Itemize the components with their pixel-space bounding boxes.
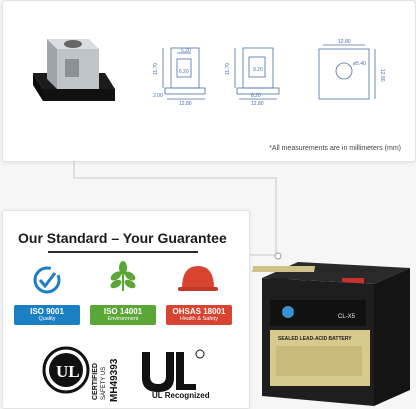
ohsas-18001-badge: OHSAS 18001 Health & Safety — [166, 305, 232, 325]
ul-recognized-logo — [142, 349, 205, 392]
iso-14001-badge: ISO 14001 Environment — [90, 305, 156, 325]
front-height: 11.70 — [153, 63, 159, 75]
front-top-width: 5.20 — [181, 48, 191, 54]
battery-model: CL-X5 — [338, 314, 356, 320]
ul-mark-text: UL — [56, 362, 80, 381]
ohsas-18001-sublabel: Health & Safety — [179, 316, 219, 322]
iso-9001-label: ISO 9001 — [30, 307, 64, 316]
guarantee-title: Our Standard – Your Guarantee — [18, 230, 227, 246]
certified-text: CERTIFIED — [92, 363, 99, 400]
front-base-width: 12.80 — [179, 101, 192, 107]
iso-9001-sublabel: Quality — [38, 316, 56, 322]
ohsas-18001-label: OHSAS 18001 — [172, 307, 226, 316]
measurement-note: *All measurements are in millimeters (mm… — [269, 145, 401, 152]
side-base-width: 12.80 — [251, 101, 264, 107]
battery-top-label-text: SEALED LEAD-ACID BATTERY — [320, 268, 378, 273]
battery-warning-block — [276, 346, 362, 376]
iso-14001-sublabel: Environment — [107, 316, 139, 322]
terminal-dimensions-panel: 5.20 6.20 11.70 2.00 12.80 11.70 9.20 8.… — [2, 0, 416, 162]
brand-logo-icon — [282, 306, 294, 318]
hard-hat-icon — [178, 266, 218, 291]
ul-certified-text: CERTIFIED SAFETY US MH49393 — [92, 358, 120, 402]
cert-number: MH49393 — [109, 358, 120, 402]
title-underline — [48, 251, 198, 253]
battery-side — [374, 268, 410, 406]
terminal-block-illustration — [33, 39, 115, 101]
ul-certified-logo: UL — [42, 346, 90, 394]
side-inner: 9.20 — [253, 67, 263, 73]
ul-recognized-caption: UL Recognized — [152, 391, 210, 400]
side-base-inner: 8.20 — [251, 93, 261, 99]
side-height: 11.70 — [225, 63, 231, 75]
battery-top-label — [252, 266, 316, 272]
top-hole: ø5.40 — [353, 61, 366, 67]
side-view-drawing — [234, 47, 280, 100]
safety-us-text: SAFETY US — [101, 367, 107, 400]
iso-14001-label: ISO 14001 — [103, 307, 143, 316]
front-inner: 6.20 — [179, 69, 189, 75]
top-width: 12.80 — [338, 39, 351, 45]
front-view-drawing — [162, 47, 206, 100]
iso-9001-badge: ISO 9001 Quality — [14, 305, 80, 325]
battery-front-label-text: SEALED LEAD-ACID BATTERY — [278, 336, 352, 342]
quality-check-icon — [33, 266, 61, 294]
top-view-drawing — [318, 44, 376, 100]
front-base-height: 2.00 — [153, 93, 163, 99]
top-depth: 12.80 — [379, 69, 385, 82]
terminal-drawings: 5.20 6.20 11.70 2.00 12.80 11.70 9.20 8.… — [33, 39, 385, 107]
leaf-sprout-icon — [110, 261, 136, 291]
